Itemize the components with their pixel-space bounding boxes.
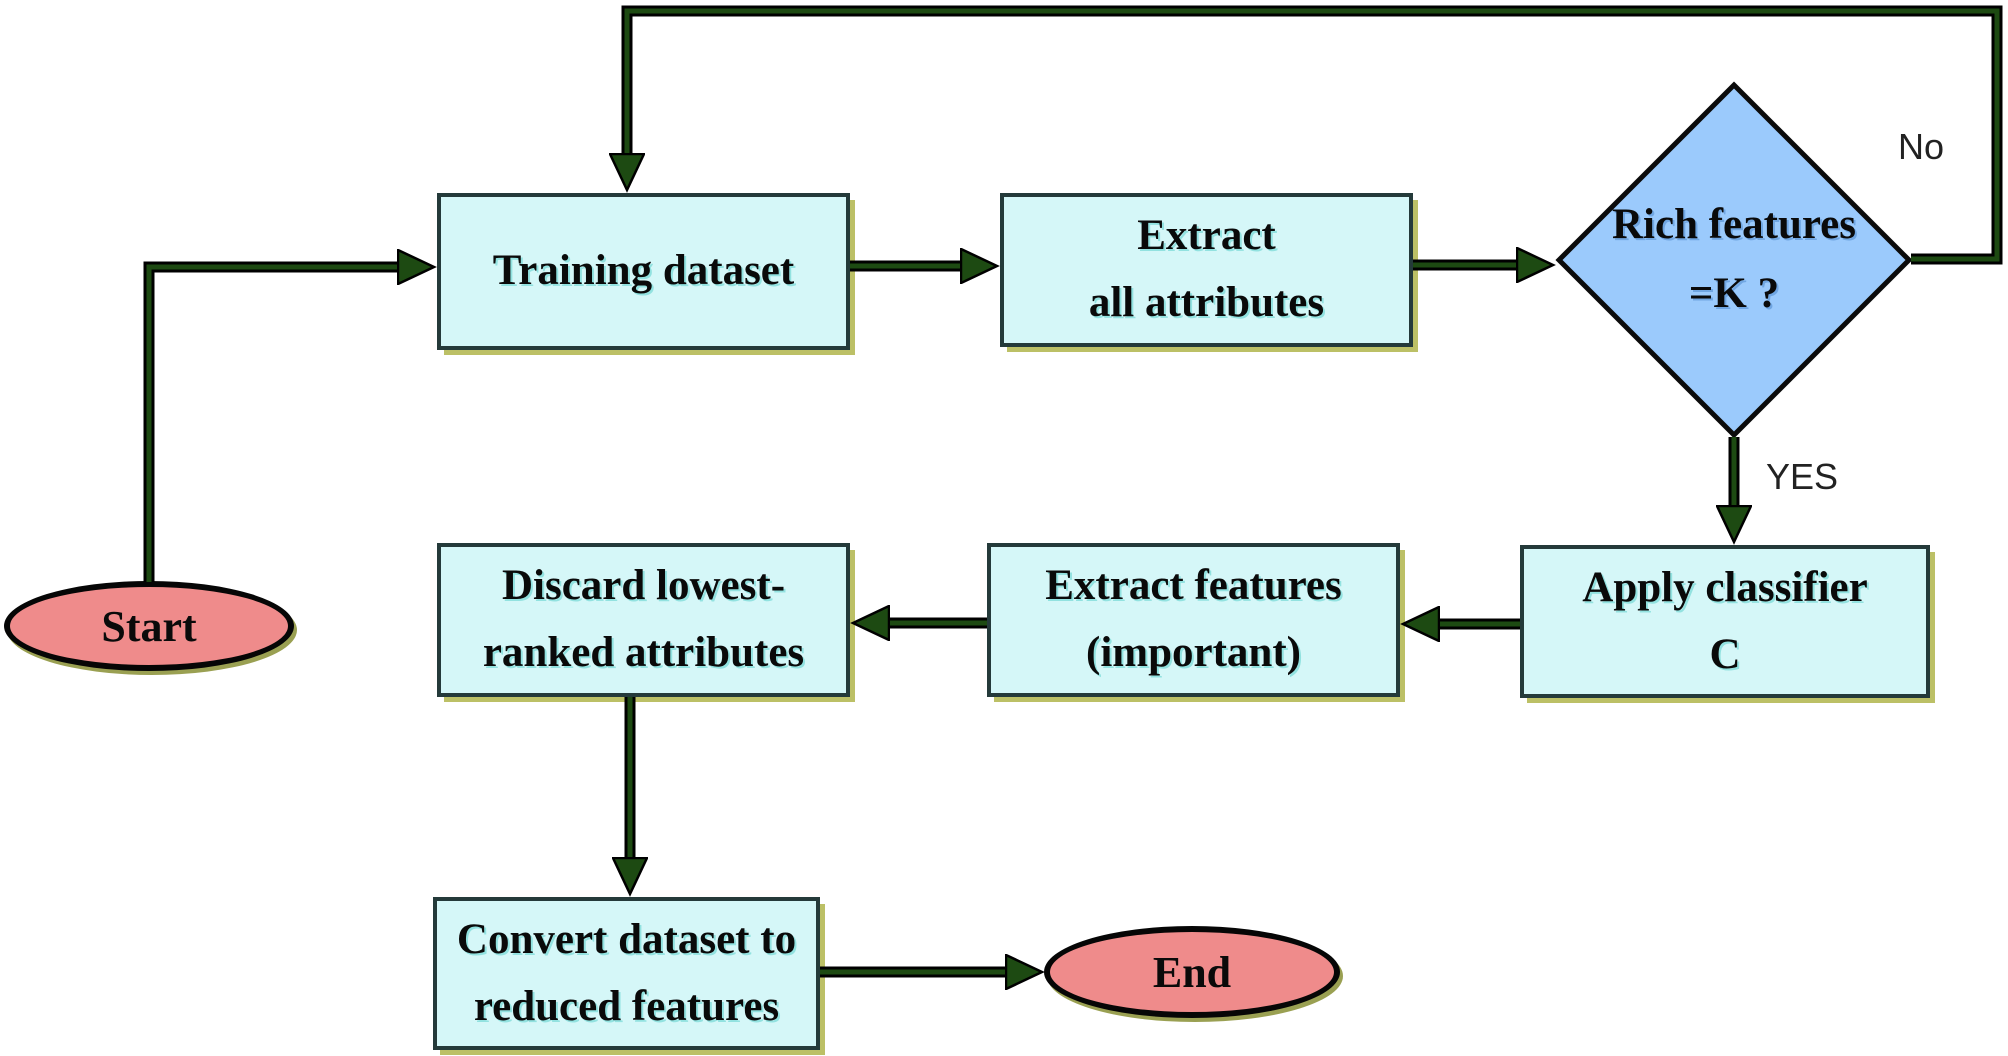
node-end-terminator: End <box>1044 926 1340 1018</box>
node-extract-all-attributes-line2: all attributes <box>1088 279 1325 326</box>
node-decision-line2: =K ? <box>1688 270 1780 317</box>
node-decision-line1: Rich features <box>1611 201 1857 249</box>
node-training-dataset-label: Training dataset <box>492 247 795 295</box>
node-convert-dataset: Convert dataset to reduced features <box>433 897 820 1050</box>
node-training-dataset: Training dataset <box>437 193 850 350</box>
node-apply-classifier: Apply classifier C <box>1520 545 1930 698</box>
node-convert-line2: reduced features <box>473 982 780 1030</box>
node-start-terminator: Start <box>4 581 294 671</box>
node-extract-features-line1: Extract features <box>1045 562 1342 610</box>
node-convert-line1: Convert dataset to <box>456 915 797 963</box>
node-discard-line2: ranked attributes <box>482 629 805 676</box>
node-discard-lowest-ranked: Discard lowest- ranked attributes <box>437 543 850 697</box>
node-end-label: End <box>1152 947 1232 997</box>
node-extract-features-important: Extract features (important) <box>987 543 1400 697</box>
node-extract-all-attributes: Extract all attributes <box>1000 193 1413 347</box>
node-discard-line1: Discard lowest- <box>501 562 786 610</box>
edge-label-yes: YES <box>1766 456 1839 497</box>
node-extract-features-line2: (important) <box>1086 629 1301 676</box>
node-apply-classifier-line1: Apply classifier <box>1582 563 1868 611</box>
node-start-label: Start <box>101 601 197 651</box>
node-extract-all-attributes-line1: Extract <box>1137 212 1276 260</box>
node-apply-classifier-line2: C <box>1709 630 1741 678</box>
node-decision-label: Rich features =K ? <box>1559 85 1909 435</box>
edge-start-to-training <box>143 267 402 582</box>
